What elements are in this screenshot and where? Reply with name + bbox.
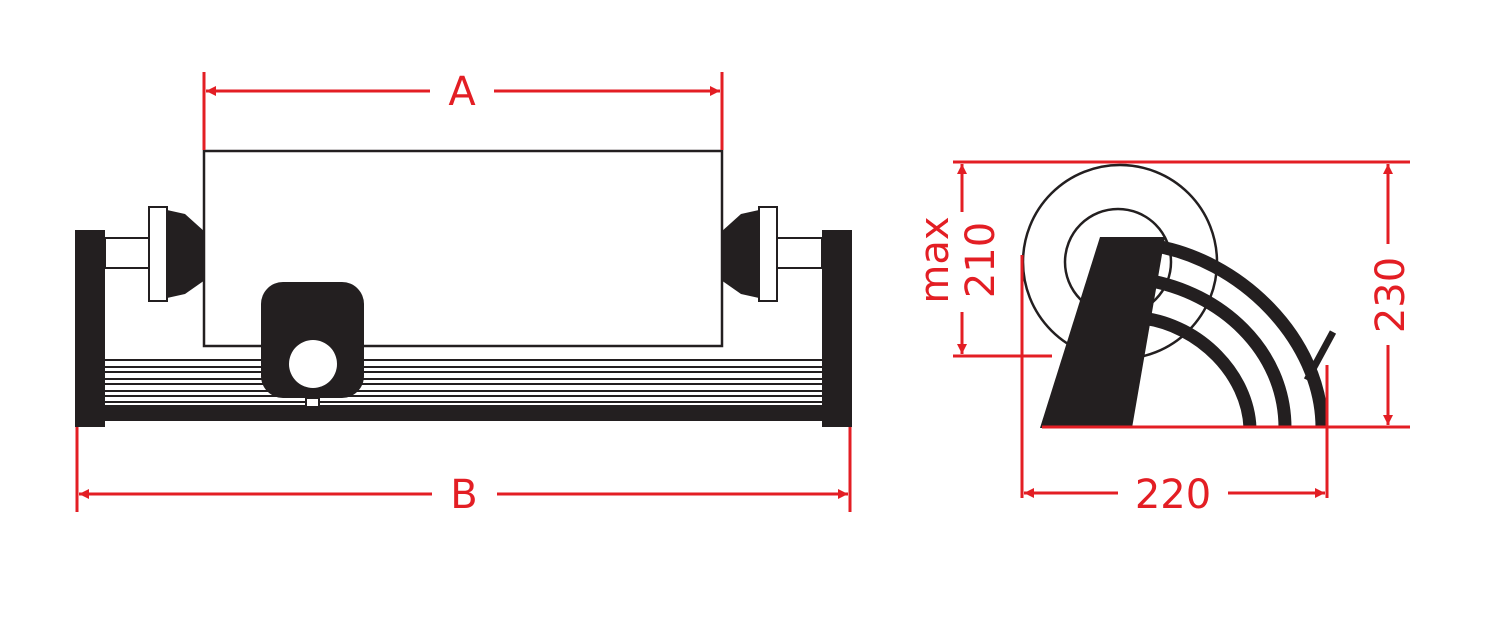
clamp-bolt: [289, 340, 337, 388]
side-view: [1021, 163, 1337, 429]
dim-max-prefix-label: max: [912, 216, 958, 303]
dimensions: [75, 72, 1410, 512]
dim-210-label: 210: [958, 222, 1004, 298]
right-shaft: [775, 237, 823, 269]
left-end-bracket: [75, 230, 105, 427]
side-bracket-plate: [1040, 237, 1165, 428]
front-view: [75, 149, 852, 427]
right-end-bracket: [822, 230, 852, 427]
base-rails: [99, 359, 826, 403]
left-shaft: [104, 237, 152, 269]
left-flange: [148, 206, 168, 302]
dim-230-label: 230: [1368, 257, 1414, 333]
right-bearing-cone: [721, 210, 759, 298]
dim-a-label: A: [448, 69, 476, 115]
clamp-stem: [305, 397, 320, 408]
curved-rails: [1141, 238, 1329, 429]
dim-b-label: B: [450, 472, 477, 518]
side-stub: [1303, 330, 1337, 382]
right-flange: [758, 206, 778, 302]
dim-220-label: 220: [1135, 472, 1211, 518]
clamp-block: [261, 282, 364, 398]
left-bearing-cone: [167, 210, 205, 298]
bottom-rail: [100, 405, 825, 421]
